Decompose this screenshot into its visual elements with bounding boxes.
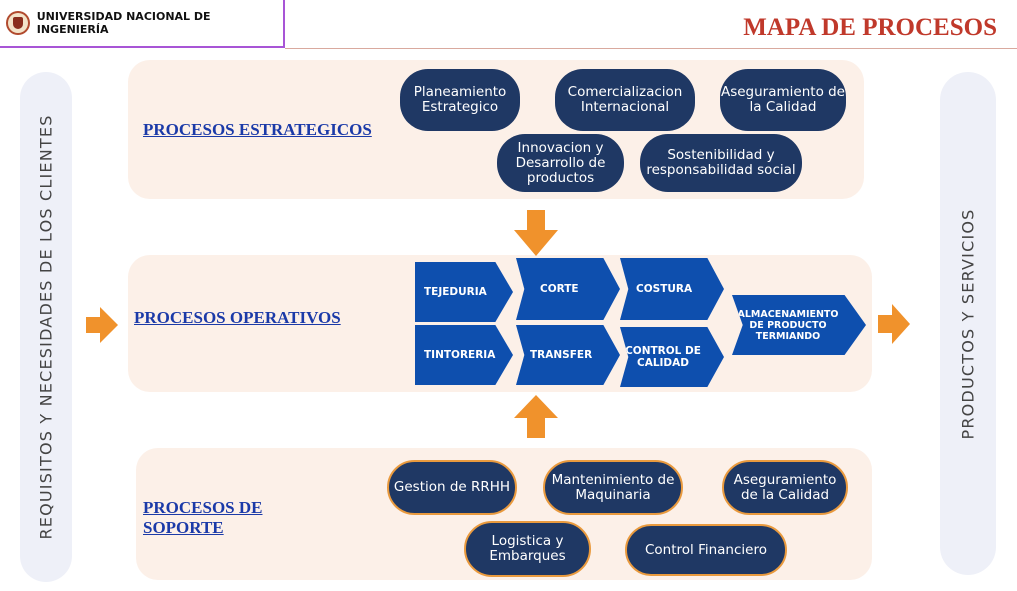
- university-header: UNIVERSIDAD NACIONAL DE INGENIERÍA: [0, 0, 285, 48]
- page-title: MAPA DE PROCESOS: [743, 14, 997, 41]
- step-transfer: TRANSFER: [516, 325, 620, 385]
- step-almacenamiento: ALMACENAMIENTO DE PRODUCTO TERMIANDO: [732, 295, 866, 355]
- pill-gestion-rrhh: Gestion de RRHH: [387, 460, 517, 515]
- support-processes-label: PROCESOS DE SOPORTE: [143, 498, 263, 537]
- step-corte: CORTE: [516, 258, 620, 320]
- client-requirements-label: REQUISITOS Y NECESIDADES DE LOS CLIENTES: [36, 114, 56, 540]
- step-tintoreria: TINTORERIA: [415, 325, 513, 385]
- pill-planeamiento: Planeamiento Estrategico: [400, 69, 520, 131]
- step-costura: COSTURA: [620, 258, 724, 320]
- title-divider: [285, 48, 1017, 49]
- pill-mantenimiento: Mantenimiento de Maquinaria: [543, 460, 683, 515]
- pill-logistica: Logistica y Embarques: [464, 521, 591, 577]
- products-services-label: PRODUCTOS Y SERVICIOS: [958, 207, 978, 440]
- step-tejeduria: TEJEDURIA: [415, 262, 513, 322]
- down-arrow-icon: [514, 210, 558, 256]
- products-services-column: PRODUCTOS Y SERVICIOS: [940, 72, 996, 575]
- operative-processes-label: PROCESOS OPERATIVOS: [134, 308, 341, 327]
- strategic-processes-label: PROCESOS ESTRATEGICOS: [143, 120, 372, 139]
- university-name: UNIVERSIDAD NACIONAL DE INGENIERÍA: [36, 10, 211, 36]
- pill-aseguramiento-est: Aseguramiento de la Calidad: [720, 69, 846, 131]
- pill-comercializacion: Comercializacion Internacional: [555, 69, 695, 131]
- pill-innovacion: Innovacion y Desarrollo de productos: [497, 134, 624, 192]
- right-arrow-in-icon: [86, 307, 118, 343]
- pill-sostenibilidad: Sostenibilidad y responsabilidad social: [640, 134, 802, 192]
- university-seal-icon: [6, 11, 30, 35]
- pill-control-financiero: Control Financiero: [625, 524, 787, 576]
- pill-aseguramiento-sop: Aseguramiento de la Calidad: [722, 460, 848, 515]
- right-arrow-out-icon: [878, 304, 910, 344]
- up-arrow-icon: [514, 395, 558, 438]
- client-requirements-column: REQUISITOS Y NECESIDADES DE LOS CLIENTES: [20, 72, 72, 582]
- step-control-calidad: CONTROL DE CALIDAD: [620, 327, 724, 387]
